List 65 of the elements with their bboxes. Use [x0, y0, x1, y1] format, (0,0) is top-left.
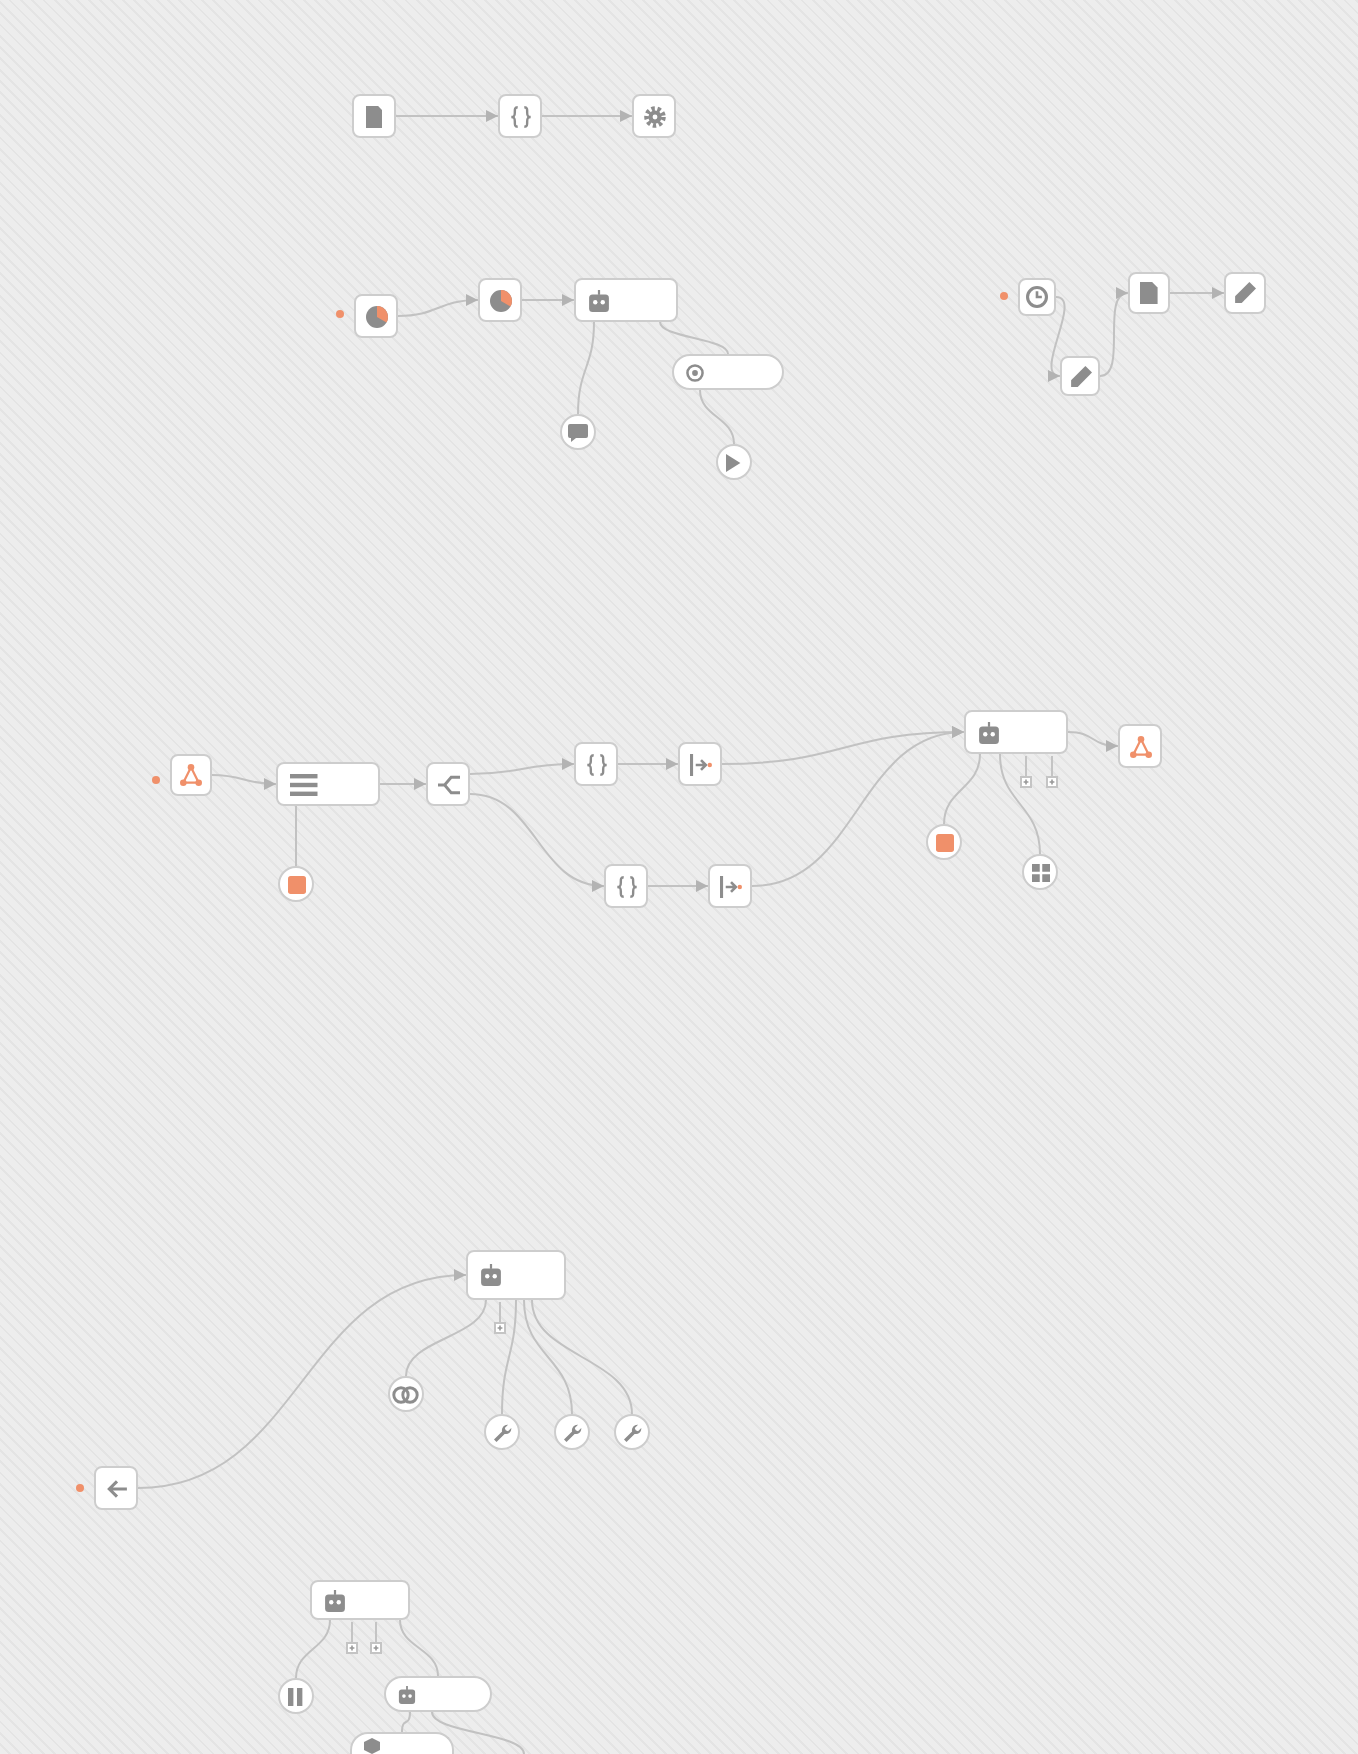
agent-node-box	[574, 278, 678, 322]
workflow-node-box	[632, 94, 676, 138]
workflow-node-box	[1118, 724, 1162, 768]
agent-node-box	[964, 710, 1068, 754]
connector-line	[405, 1299, 487, 1377]
workflow-node-box	[94, 1466, 138, 1510]
node-pill	[384, 1676, 492, 1712]
connector-line	[943, 753, 981, 825]
workflow-node-box	[1018, 278, 1056, 316]
connector-arrow	[541, 110, 633, 122]
sub-node-circle	[560, 414, 596, 450]
workflow-node-box	[1060, 356, 1100, 396]
connector-arrow	[1099, 290, 1129, 377]
connector-arrow	[617, 758, 679, 770]
sub-node-circle	[278, 1678, 314, 1714]
connector-line	[699, 389, 735, 445]
sub-node-circle	[716, 444, 752, 480]
agent-node-box	[310, 1580, 410, 1620]
workflow-node-box	[426, 762, 470, 806]
connector-line	[577, 321, 595, 415]
connector-arrow	[211, 774, 277, 790]
connector-line	[523, 1299, 573, 1415]
connector-arrow	[379, 778, 427, 790]
connector-line	[531, 1299, 633, 1415]
workflow-node-box	[478, 278, 522, 322]
sub-node-circle	[278, 866, 314, 902]
workflow-node-box	[678, 742, 722, 786]
connector-line	[295, 1619, 331, 1679]
connector-line	[399, 1619, 439, 1677]
connector-arrow	[751, 727, 965, 887]
sub-node-circle	[926, 824, 962, 860]
connector-line	[401, 1711, 411, 1733]
workflow-node-box	[708, 864, 752, 908]
workflow-node-box	[352, 94, 396, 138]
connector-line	[999, 753, 1041, 855]
connector-line	[501, 1299, 517, 1415]
connector-arrow	[647, 880, 709, 892]
connector-arrow	[1169, 287, 1225, 299]
connector-line	[295, 805, 297, 867]
connector-arrow	[137, 1270, 467, 1489]
connector-line	[659, 321, 729, 355]
workflow-node-box	[1128, 272, 1170, 314]
sub-node-circle	[388, 1376, 424, 1412]
agent-node-box	[276, 762, 380, 806]
workflow-node-box	[170, 754, 212, 796]
agent-node-box	[466, 1250, 566, 1300]
workflow-node-box	[574, 742, 618, 786]
connector-arrow	[397, 294, 479, 317]
connector-arrow	[521, 294, 575, 306]
sub-node-circle	[554, 1414, 590, 1450]
sub-node-circle	[614, 1414, 650, 1450]
sub-node-circle	[1022, 854, 1058, 890]
workflow-node-box	[498, 94, 542, 138]
workflow-node-box	[1224, 272, 1266, 314]
workflow-node-box	[604, 864, 648, 908]
sub-node-circle	[484, 1414, 520, 1450]
workflow-node-box	[354, 294, 398, 338]
connector-arrow	[1067, 731, 1119, 752]
connector-arrow	[469, 758, 575, 775]
connector-arrow	[395, 110, 499, 122]
node-pill	[350, 1732, 454, 1754]
connector-line	[431, 1711, 525, 1754]
connector-arrow	[469, 793, 605, 891]
node-pill	[672, 354, 784, 390]
connector-arrow	[1046, 296, 1066, 379]
